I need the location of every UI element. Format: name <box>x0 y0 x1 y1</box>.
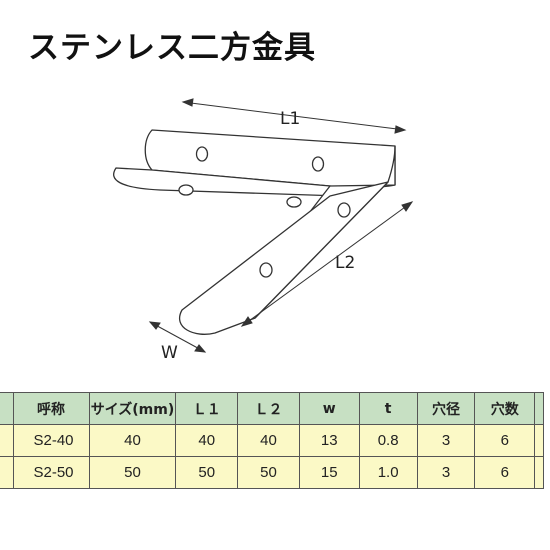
table-cell-hole-diameter: 3 <box>416 424 476 457</box>
table-row: S2-40 40 40 40 13 0.8 3 6 <box>0 424 544 457</box>
table-cell-w: 13 <box>298 424 360 457</box>
col-header-hole-diameter: 穴径 <box>416 392 476 425</box>
spec-table: 呼称 サイズ(mm) Ｌ１ Ｌ２ w t 穴径 穴数 S2-40 40 40 4… <box>0 392 544 489</box>
table-header-edge <box>0 392 14 425</box>
table-cell-w: 15 <box>298 456 360 489</box>
table-cell-l1: 50 <box>175 456 239 489</box>
col-header-size: サイズ(mm) <box>88 392 177 425</box>
table-header-row: 呼称 サイズ(mm) Ｌ１ Ｌ２ w t 穴径 穴数 <box>0 392 544 425</box>
col-header-l1: Ｌ１ <box>175 392 239 425</box>
table-cell-hole-count: 6 <box>474 456 536 489</box>
table-cell-l2: 40 <box>237 424 300 457</box>
col-header-w: w <box>298 392 360 425</box>
col-header-name: 呼称 <box>12 392 90 425</box>
l2-label: L2 <box>335 253 355 273</box>
table-cell-hole-diameter: 3 <box>416 456 476 489</box>
w-label: W <box>161 343 178 363</box>
l2-dimension <box>240 201 414 327</box>
table-cell-t: 0.8 <box>358 424 418 457</box>
bracket-diagram: L1 L2 W <box>113 98 414 363</box>
table-cell-name: S2-50 <box>12 456 90 489</box>
w-dimension <box>148 321 207 353</box>
table-cell-l1: 40 <box>175 424 239 457</box>
table-cell-hole-count: 6 <box>474 424 536 457</box>
table-row: S2-50 50 50 50 15 1.0 3 6 <box>0 456 544 489</box>
col-header-t: t <box>358 392 418 425</box>
table-header-edge <box>534 392 544 425</box>
table-cell-edge <box>534 424 544 457</box>
table-cell-edge <box>534 456 544 489</box>
page-title: ステンレス二方金具 <box>28 30 316 66</box>
bracket-illustration <box>113 129 396 335</box>
table-cell-edge <box>0 424 14 457</box>
table-cell-name: S2-40 <box>12 424 90 457</box>
table-cell-t: 1.0 <box>358 456 418 489</box>
table-cell-edge <box>0 456 14 489</box>
table-cell-l2: 50 <box>237 456 300 489</box>
col-header-l2: Ｌ２ <box>237 392 300 425</box>
table-cell-size: 50 <box>88 456 177 489</box>
table-cell-size: 40 <box>88 424 177 457</box>
l1-label: L1 <box>280 109 300 129</box>
l1-dimension <box>181 98 407 134</box>
col-header-hole-count: 穴数 <box>474 392 536 425</box>
